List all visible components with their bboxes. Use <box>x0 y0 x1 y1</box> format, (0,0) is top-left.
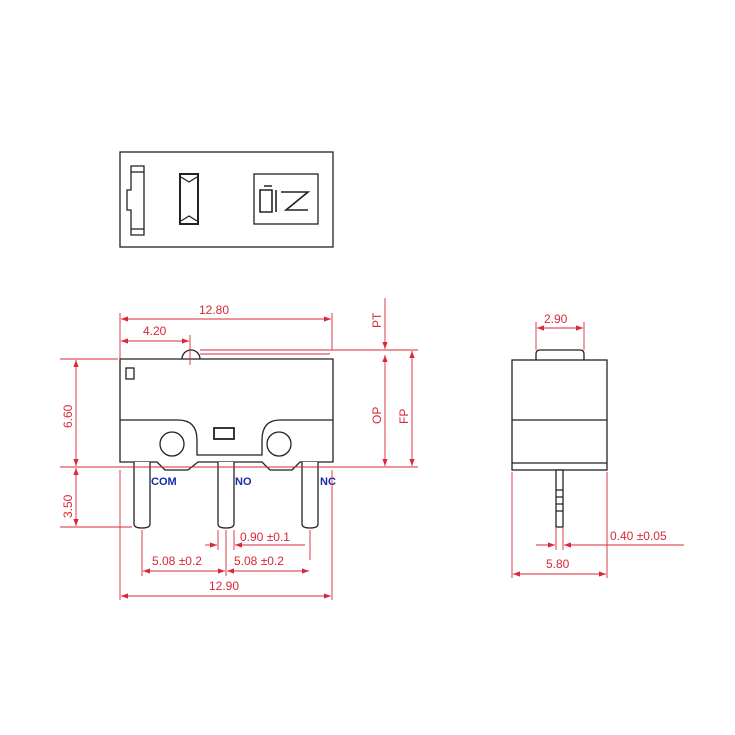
side-actuator <box>535 349 585 360</box>
dim-op: OP <box>370 407 384 424</box>
pin-label-no: NO <box>235 476 252 488</box>
mount-hole-left <box>159 431 185 457</box>
pin-label-com: COM <box>151 476 177 488</box>
dim-5-80: 5.80 <box>546 557 570 571</box>
dim-0-90: 0.90 ±0.1 <box>240 530 290 544</box>
front-view-body <box>119 358 334 471</box>
dim-5-08-right: 5.08 ±0.2 <box>234 554 284 568</box>
dim-12-90: 12.90 <box>209 579 239 593</box>
dim-2-90: 2.90 <box>544 312 568 326</box>
dim-12-80: 12.80 <box>199 303 229 317</box>
dim-fp: FP <box>397 409 411 424</box>
side-dimensions: 2.90 0.40 ±0.05 5.80 <box>511 312 684 578</box>
side-pin <box>555 469 564 528</box>
pin-nc <box>301 462 319 529</box>
pin-com <box>133 462 151 529</box>
logo-box <box>253 173 319 225</box>
mount-hole-right <box>266 431 292 457</box>
pin-label-nc: NC <box>320 476 336 488</box>
pin-no <box>217 462 235 529</box>
top-view-body <box>119 151 334 248</box>
dim-3-50: 3.50 <box>61 494 75 518</box>
top-view-actuator-window <box>179 173 199 225</box>
side-view <box>511 349 608 528</box>
dim-pt: PT <box>370 312 384 328</box>
side-view-body <box>511 359 608 471</box>
front-view: COM NO NC <box>119 349 336 529</box>
top-view <box>119 151 334 248</box>
actuator-button <box>181 349 201 360</box>
dim-5-08-left: 5.08 ±0.2 <box>152 554 202 568</box>
dim-0-40: 0.40 ±0.05 <box>610 529 667 543</box>
top-view-left-slot <box>126 165 145 236</box>
front-dimensions: 12.80 4.20 6.60 3.50 PT OP FP 0.90 ±0.1 … <box>60 298 418 600</box>
zip-logo <box>259 185 311 213</box>
dim-4-20: 4.20 <box>143 324 167 338</box>
dim-6-60: 6.60 <box>61 404 75 428</box>
